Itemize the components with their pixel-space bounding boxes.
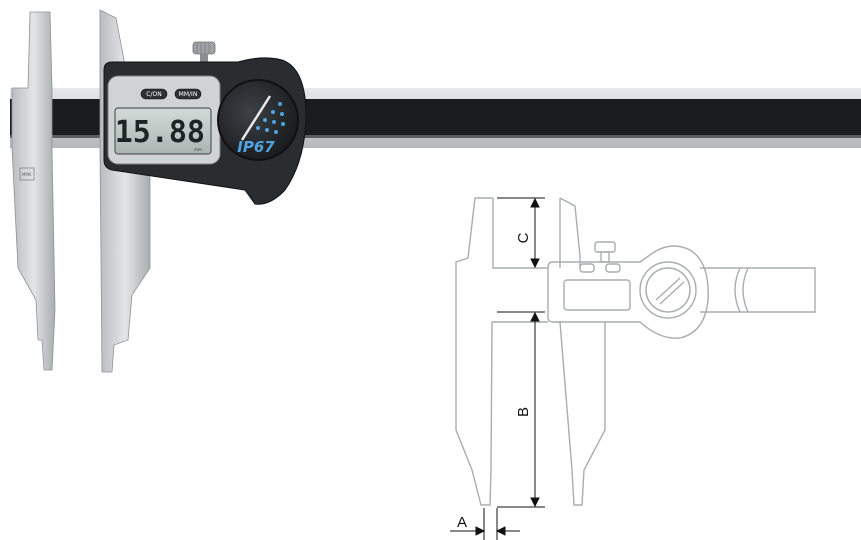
fixed-jaw: MMK bbox=[11, 11, 56, 371]
mode-button-label: C/ON bbox=[146, 91, 161, 98]
digital-housing: C/ON MM/IN 15.88 mm bbox=[103, 57, 307, 205]
maker-logo-text: MMK bbox=[22, 172, 32, 177]
dial-indicator bbox=[240, 95, 272, 141]
water-drops-icon bbox=[256, 102, 285, 134]
drawing-housing bbox=[547, 245, 709, 339]
drawing-fixed-jaw bbox=[455, 197, 548, 506]
drawing-clamp-screw bbox=[594, 241, 616, 253]
unit-button[interactable]: MM/IN bbox=[174, 88, 202, 100]
mode-button[interactable]: C/ON bbox=[140, 88, 168, 100]
drawing-sliding-jaw bbox=[556, 197, 606, 506]
dimension-lines bbox=[450, 197, 545, 540]
caliper-photo: MMK C/ON MM/IN bbox=[10, 9, 861, 373]
dimension-label-a: A bbox=[457, 514, 467, 531]
lcd-readout: 15.88 bbox=[115, 115, 205, 150]
maker-logo bbox=[19, 167, 35, 181]
lcd-screen bbox=[114, 107, 212, 155]
control-dial bbox=[217, 79, 299, 161]
technical-drawing bbox=[455, 197, 816, 506]
dimension-label-b: B bbox=[515, 407, 532, 417]
drawing-button-left bbox=[579, 263, 595, 273]
drawing-dial bbox=[639, 261, 697, 319]
drawing-beam bbox=[700, 267, 816, 313]
drawing-button-right bbox=[605, 263, 621, 273]
clamp-screw bbox=[192, 41, 216, 68]
unit-button-label: MM/IN bbox=[179, 91, 198, 98]
drawing-display bbox=[563, 279, 631, 311]
dimension-label-c: C bbox=[515, 232, 532, 243]
lcd-unit: mm bbox=[194, 147, 202, 152]
ip-rating-label: IP67 bbox=[237, 138, 275, 156]
